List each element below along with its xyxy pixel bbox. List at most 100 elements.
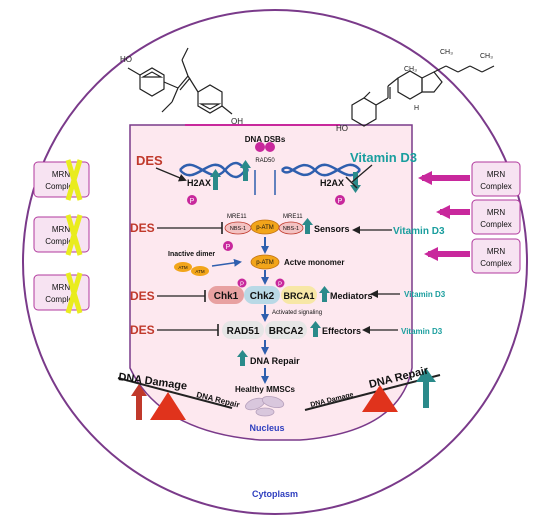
effectors-up-arrow-icon [313,327,318,337]
chk1-box [208,286,244,304]
svg-text:Complex: Complex [45,295,77,304]
vitd3-label-mediators: Vitamin D3 [404,290,446,299]
repair-balance-icon [304,368,441,412]
des-oh-label: OH [231,117,243,126]
nbs1-left-label: NBS-1 [230,226,246,232]
vitd3-inhibit-h2ax-bar [345,176,358,189]
inactive-dimer-label: Inactive dimer [168,251,215,258]
brca2-label: BRCA2 [269,326,304,337]
chk2-p: P [278,282,282,288]
chk2-box [244,286,280,304]
damage-balance-icon [117,377,233,420]
mrn-complex-left-2: MRN Complex [33,214,90,256]
dimer-p: P [226,244,231,251]
chk1-p: P [240,282,244,288]
des-label-sensors: DES [130,221,155,235]
vitamin-d3-structure-icon [351,65,495,127]
mediators-label: Mediators [330,291,373,301]
repair-up-arrow-icon [240,356,245,366]
active-monomer-label: Actve monomer [284,258,344,267]
activated-signaling-label: Activated signaling [272,310,322,316]
effectors-up-arrow-head-icon [310,321,321,328]
svg-text:MRN: MRN [52,170,70,179]
svg-text:Complex: Complex [45,182,77,191]
vitd3-ch3-label-1: CH₃ [440,49,453,56]
effectors-label: Effectors [322,326,361,336]
mre11-left-label: MRE11 [227,214,247,220]
svg-text:MRN: MRN [487,170,505,179]
des-label-mediators: DES [130,289,155,303]
sensors-up-arrow-icon [305,224,310,234]
vitd3-label-top: Vitamin D3 [350,150,417,165]
mrn-complex-right-1: MRN Complex [471,161,521,197]
rad51-box [222,321,264,339]
vitd3-label-effectors: Vitamin D3 [401,327,443,336]
nbs1-right-label: NBS-1 [283,226,299,232]
des-to-h2ax-arrow [155,167,187,182]
dna-helix-right-icon [281,163,361,177]
svg-text:MRN: MRN [487,247,505,256]
mrn-complex-left-3: MRN Complex [33,272,90,314]
dimer-atm-icon-2 [191,266,209,276]
des-label-top: DES [136,153,163,168]
h2ax-down-arrow-head-icon [350,185,361,193]
active-monomer-icon [250,254,280,270]
mre11-right-label: MRE11 [283,214,303,220]
dimer-atm-label-1: ATM [178,265,187,270]
svg-text:MRN: MRN [52,225,70,234]
sensors-up-arrow-head-icon [302,218,313,225]
blocked-x-icon [65,272,83,314]
rad51-label: RAD51 [227,326,260,337]
vitd3-label-sensors: Vitamin D3 [393,226,445,237]
vitd3-ch3-label-3: CH₃ [404,66,417,73]
des-label-effectors: DES [130,323,155,337]
h2ax-right-p: P [338,198,343,205]
vitd3-inhibit-h2ax-line [351,164,373,183]
vitd3-ho-label: HO [336,124,348,133]
dna-repair-label: DNA Repair [250,356,300,366]
blocked-x-icon [65,214,83,256]
dimer-atm-icon-1 [174,262,192,272]
chk1-label: Chk1 [214,291,239,302]
cytoplasm-label: Cytoplasm [252,489,298,499]
dimer-phospho-icon [223,241,233,251]
h2ax-up-arrow-head-icon [210,169,221,177]
h2ax-left-phospho-icon [187,195,197,205]
dimer-to-monomer-arrow [211,258,242,267]
des-structure-icon [127,47,233,115]
svg-text:MRN: MRN [52,283,70,292]
vitd3-ch3-label-2: CH₃ [480,53,493,60]
sensors-label: Sensors [314,224,350,234]
active-monomer-patm: p-ATM [256,260,274,266]
dsb-up-arrow-icon [243,167,248,181]
h2ax-up-arrow-icon [213,176,218,190]
chk1-phospho-icon [237,278,247,288]
repair-up-arrow-head-icon [237,350,248,357]
mrn-complex-left-1: MRN Complex [33,159,90,201]
des-ho-label: HO [120,55,132,64]
rad50-label: RAD50 [255,158,275,164]
brca2-box [265,321,307,339]
svg-text:Complex: Complex [45,237,77,246]
svg-text:MRN: MRN [487,208,505,217]
brca1-box [281,286,317,304]
h2ax-right-phospho-icon [335,195,345,205]
blocked-x-icon [65,159,83,201]
h2ax-right-label: H2AX [320,178,344,188]
chk2-label: Chk2 [250,291,275,302]
brca1-label: BRCA1 [283,291,314,301]
mediators-up-arrow-icon [322,292,327,302]
patm-label: p-ATM [256,225,274,231]
nbs1-right-icon [278,221,304,235]
rad50-icon-right [265,142,275,152]
svg-text:Complex: Complex [480,220,512,229]
vitd3-h-label: H [414,105,419,112]
mrn-complex-right-2: MRN Complex [471,199,521,235]
dsb-up-arrow-head-icon [240,160,251,168]
dna-dsbs-label: DNA DSBs [245,135,286,144]
mrn-complex-right-3: MRN Complex [471,238,521,274]
h2ax-left-p: P [190,198,195,205]
healthy-mmscs-label: Healthy MMSCs [235,385,296,394]
svg-text:Complex: Complex [480,259,512,268]
